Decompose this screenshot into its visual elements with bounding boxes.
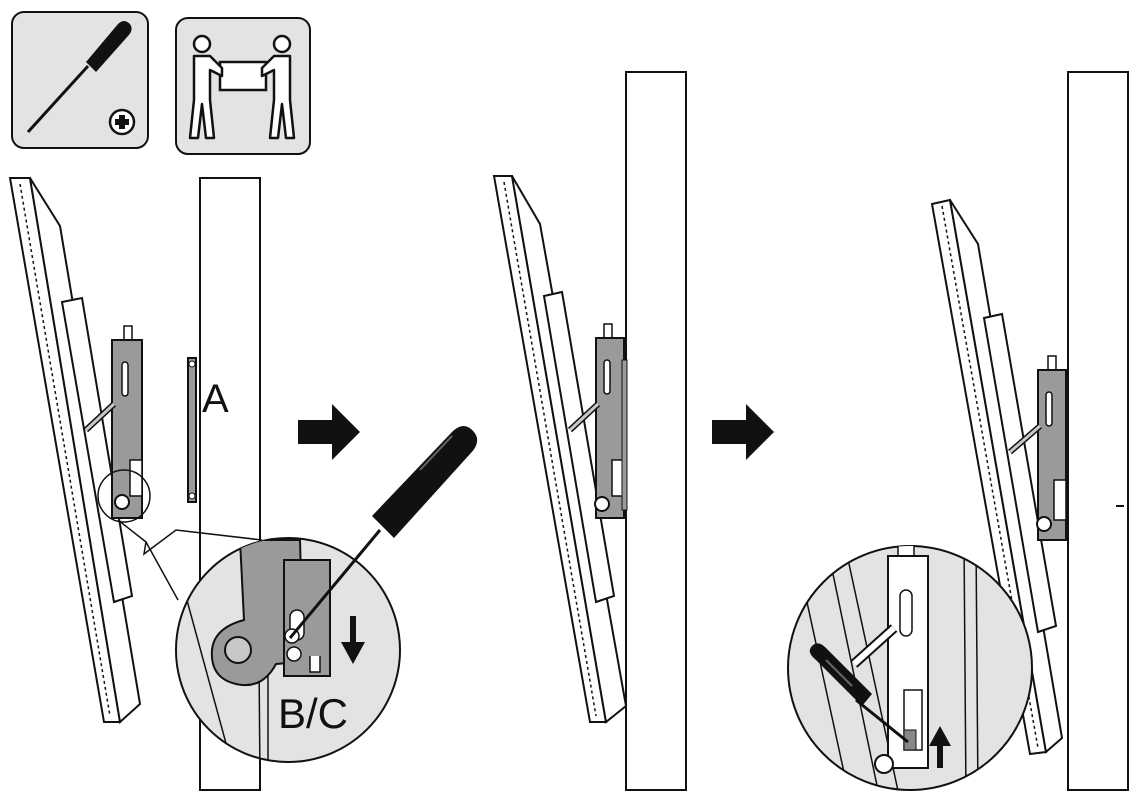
two-person-lift-icon — [176, 18, 310, 154]
label-wall-plate: A — [202, 377, 229, 421]
wall-plate — [188, 358, 196, 502]
step-arrow-2-icon — [712, 404, 774, 460]
zoom-detail-tighten — [788, 540, 1032, 795]
step-3-illustration — [788, 72, 1128, 795]
phillips-head-icon — [110, 110, 134, 134]
screwdriver-requirement-icon — [12, 12, 148, 148]
wall — [626, 72, 686, 790]
step-1-illustration: A B/C — [10, 178, 477, 790]
wall — [1068, 72, 1128, 790]
label-screws: B/C — [278, 690, 348, 737]
step-2-illustration — [494, 72, 686, 790]
step-arrow-1-icon — [298, 404, 360, 460]
